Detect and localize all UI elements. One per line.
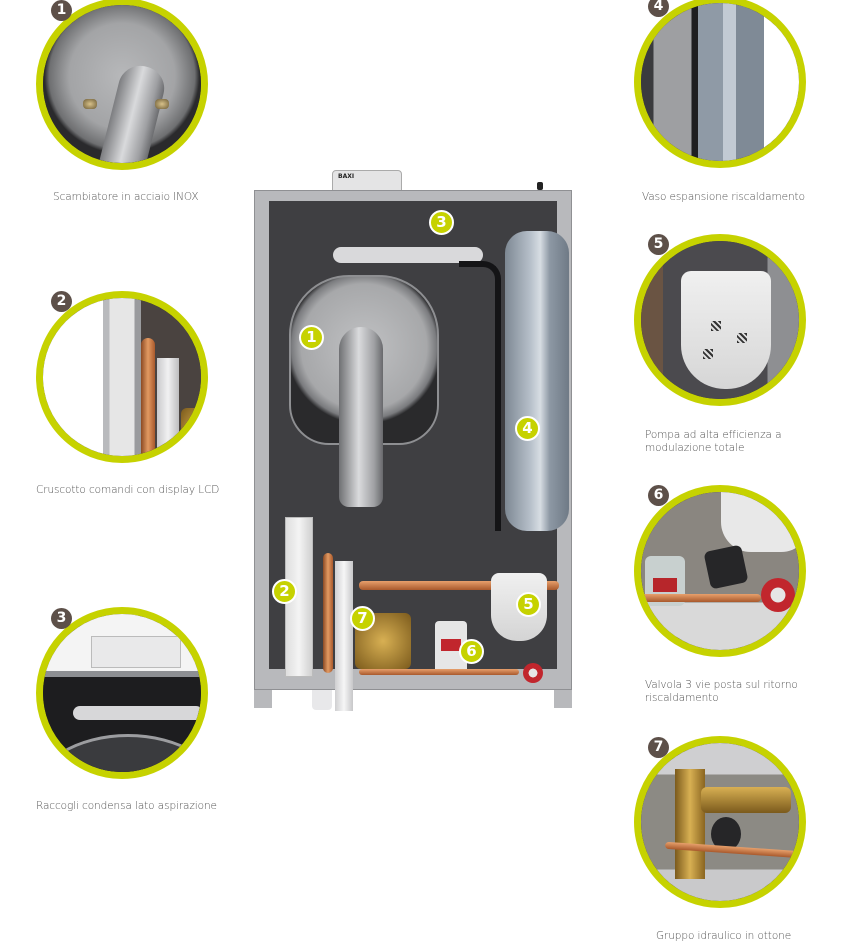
caption-condensate-collector: Raccogli condensa lato aspirazione — [36, 800, 217, 812]
caption-brass-hydraulic-group: Gruppo idraulico in ottone — [656, 930, 792, 942]
caption-pump: Pompa ad alta efficienza a modulazione t… — [645, 429, 782, 455]
caption-three-way-valve: Valvola 3 vie posta sul ritorno riscalda… — [645, 679, 798, 705]
marker-7: 7 — [350, 606, 375, 631]
number-badge-7: 7 — [648, 737, 669, 758]
marker-6: 6 — [459, 639, 484, 664]
marker-2: 2 — [272, 579, 297, 604]
exchanger-pipe — [339, 327, 383, 507]
caption-pump-line2: modulazione totale — [645, 442, 745, 454]
marker-4: 4 — [515, 416, 540, 441]
air-vent — [537, 182, 543, 190]
condensate-drain — [312, 690, 332, 710]
caption-heat-exchanger: Scambiatore in acciaio INOX — [53, 191, 199, 203]
condensate-tube — [335, 561, 353, 711]
number-badge-4: 4 — [648, 0, 669, 17]
number-badge-1: 1 — [51, 0, 72, 21]
detail-photo-brass-hydraulic-group — [634, 736, 806, 908]
number-badge-5: 5 — [648, 234, 669, 255]
copper-pipe — [323, 553, 333, 673]
caption-expansion-vessel: Vaso espansione riscaldamento — [642, 191, 805, 203]
return-pipe — [359, 669, 519, 675]
bracket-right — [554, 690, 572, 708]
detail-photo-heat-exchanger — [36, 0, 208, 170]
boiler-cutaway-image: BAXI 3 1 4 2 5 7 6 — [254, 170, 574, 711]
detail-photo-pump — [634, 234, 806, 406]
caption-valve-line2: riscaldamento — [645, 692, 719, 704]
caption-valve-line1: Valvola 3 vie posta sul ritorno — [645, 679, 798, 691]
detail-photo-expansion-vessel — [634, 0, 806, 168]
number-badge-6: 6 — [648, 485, 669, 506]
pressure-gauge — [523, 663, 543, 683]
copper-pipe-horizontal — [359, 581, 559, 590]
marker-1: 1 — [299, 325, 324, 350]
bracket-left — [254, 690, 272, 708]
condensate-ring — [333, 247, 483, 263]
brand-label: BAXI — [338, 173, 355, 180]
black-hose — [459, 261, 501, 531]
detail-photo-three-way-valve — [634, 485, 806, 657]
marker-3: 3 — [429, 210, 454, 235]
number-badge-2: 2 — [51, 291, 72, 312]
detail-photo-condensate-collector — [36, 607, 208, 779]
detail-photo-control-panel — [36, 291, 208, 463]
boiler-casing — [254, 190, 572, 711]
number-badge-3: 3 — [51, 608, 72, 629]
caption-control-panel: Cruscotto comandi con display LCD — [36, 484, 220, 496]
boiler-interior — [269, 201, 569, 711]
marker-5: 5 — [516, 592, 541, 617]
expansion-vessel — [505, 231, 569, 531]
caption-pump-line1: Pompa ad alta efficienza a — [645, 429, 782, 441]
